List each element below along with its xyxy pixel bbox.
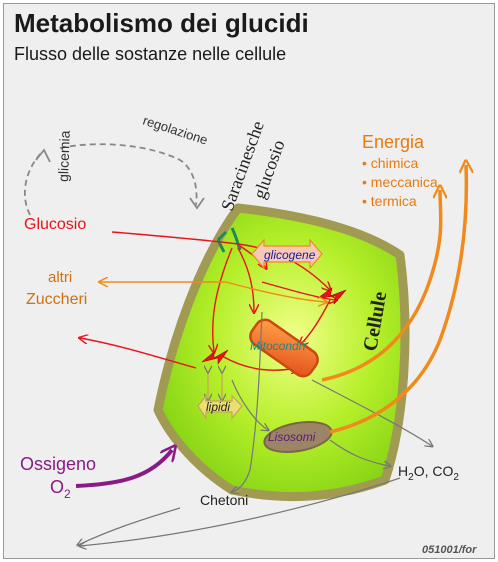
credit-label: 051001/for — [422, 544, 477, 556]
lipids-label: lipidi — [206, 400, 230, 414]
regulation-arrowhead — [189, 197, 205, 210]
reaction-bolt-lower — [201, 349, 229, 365]
glucose-side-arrow — [213, 247, 233, 352]
page-subtitle: Flusso delle sostanze nelle cellule — [14, 44, 287, 64]
mitochondrion — [249, 318, 319, 378]
outflow-arrow — [80, 338, 197, 369]
o2-formula: O2 — [50, 477, 71, 501]
o2-letter: O — [50, 477, 64, 497]
o2-subscript: 2 — [64, 487, 71, 501]
mitochondria-label: Mitocondri — [250, 339, 306, 353]
glucose-inflow-arrow — [111, 231, 330, 290]
products-to-exit-arrow — [80, 477, 401, 546]
glicemia-arrowhead — [35, 148, 51, 163]
ketones-label: Chetoni — [200, 492, 248, 508]
lysosomes-label: Lisosomi — [268, 430, 316, 444]
energy-heading: Energia — [362, 132, 425, 152]
glucose-input-label: Glucosio — [24, 216, 86, 233]
energy-arrow-lysosome — [329, 165, 466, 434]
glucose-down-arrow — [237, 247, 254, 312]
products-formula: H2O, CO2 — [398, 463, 459, 483]
energy-item-mechanical: • meccanica — [362, 174, 438, 190]
energy-item-chemical: • chimica — [362, 155, 418, 171]
oxygen-label: Ossigeno — [20, 454, 96, 474]
mito-to-products-arrow — [311, 379, 432, 446]
energy-item-thermal: • termica — [362, 193, 417, 209]
glycogen-double-arrow — [251, 238, 323, 270]
regolazione-label: regolazione — [141, 113, 210, 148]
glicemia-label: glicemia — [55, 130, 73, 182]
h2o-rest: O, CO — [414, 463, 454, 479]
energy-arrow-mitochondria — [321, 190, 441, 382]
regulation-loop-arrow — [23, 143, 198, 216]
other-sugars-inflow-arrow — [225, 281, 326, 302]
cell-to-ketones-arrow — [232, 311, 263, 492]
glycogen-label: glicogene — [264, 248, 316, 262]
co2-subscript: 2 — [453, 472, 459, 483]
reaction-bolt-upper — [316, 287, 347, 305]
sugars-label: Zuccheri — [26, 291, 87, 308]
loop-arrow-right — [261, 281, 336, 300]
other-label: altri — [48, 269, 72, 286]
ketones-to-exit-arrow — [78, 507, 181, 545]
glucose-gate-right — [230, 227, 242, 251]
cell-to-lysosome-arrow — [231, 379, 268, 430]
lipids-double-arrow — [197, 394, 243, 420]
oxygen-inflow-arrow — [75, 450, 172, 488]
page-title: Metabolismo dei glucidi — [14, 8, 309, 38]
lysosome-to-products-arrow — [329, 439, 390, 466]
h2o-subscript: 2 — [408, 472, 414, 483]
h2o-h: H — [398, 463, 408, 479]
